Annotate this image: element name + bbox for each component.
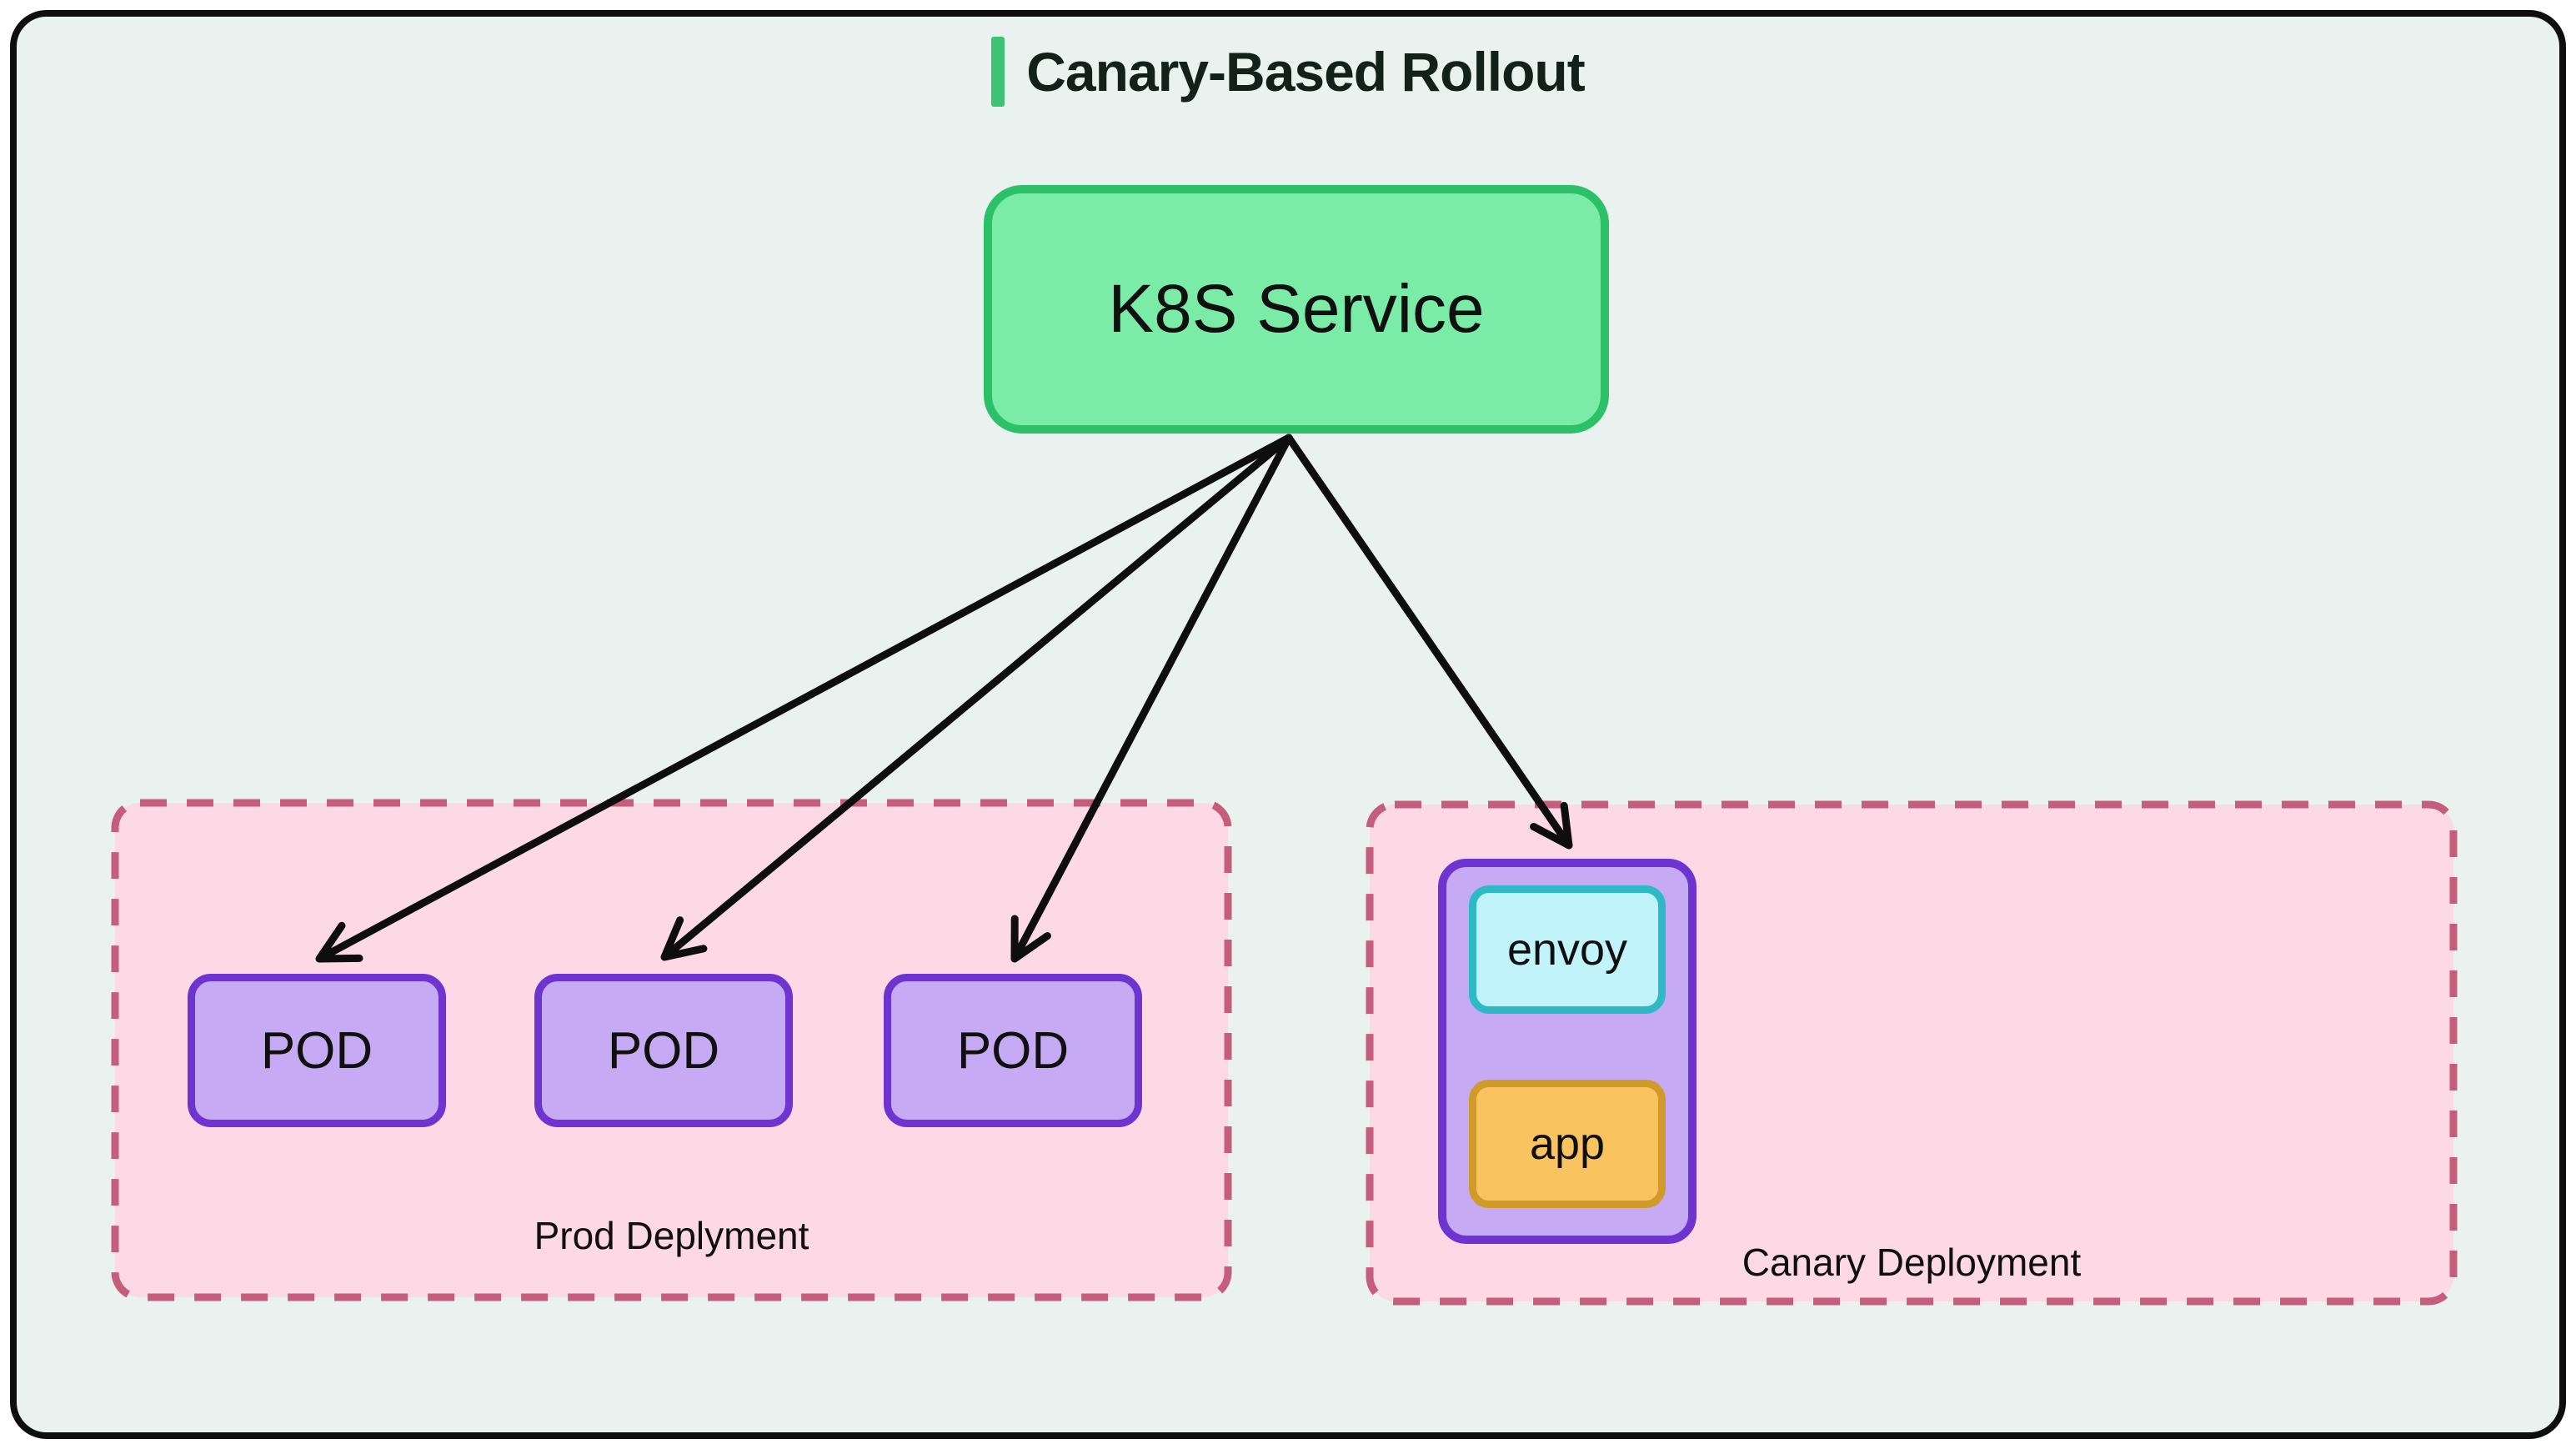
node-pod-3-label: POD — [956, 1021, 1070, 1080]
title-accent-bar — [991, 37, 1005, 107]
node-pod-3: POD — [884, 974, 1142, 1127]
diagram-title: Canary-Based Rollout — [0, 37, 2576, 107]
arrow-k8s-service-to-pod-1 — [315, 434, 1293, 963]
node-pod-2: POD — [534, 974, 793, 1127]
node-k8s-service-label: K8S Service — [1108, 271, 1485, 347]
prod-group-label: Prod Deplyment — [534, 1214, 809, 1257]
node-pod-2-label: POD — [607, 1021, 720, 1080]
canary-group-label: Canary Deployment — [1742, 1241, 2082, 1284]
node-pod-1: POD — [188, 974, 446, 1127]
page-title: Canary-Based Rollout — [1026, 41, 1585, 103]
arrow-k8s-service-to-pod-2 — [660, 434, 1293, 961]
arrow-k8s-service-to-pod-3 — [1010, 434, 1293, 963]
node-k8s-service: K8S Service — [984, 185, 1609, 434]
node-app-label: app — [1529, 1119, 1606, 1169]
node-pod-1-label: POD — [260, 1021, 373, 1080]
arrow-k8s-service-to-canary-pod — [1285, 434, 1573, 850]
node-canary-pod: envoy app — [1438, 859, 1696, 1244]
node-envoy-container: envoy — [1469, 885, 1666, 1014]
node-envoy-label: envoy — [1506, 925, 1628, 975]
node-app-container: app — [1469, 1080, 1666, 1208]
